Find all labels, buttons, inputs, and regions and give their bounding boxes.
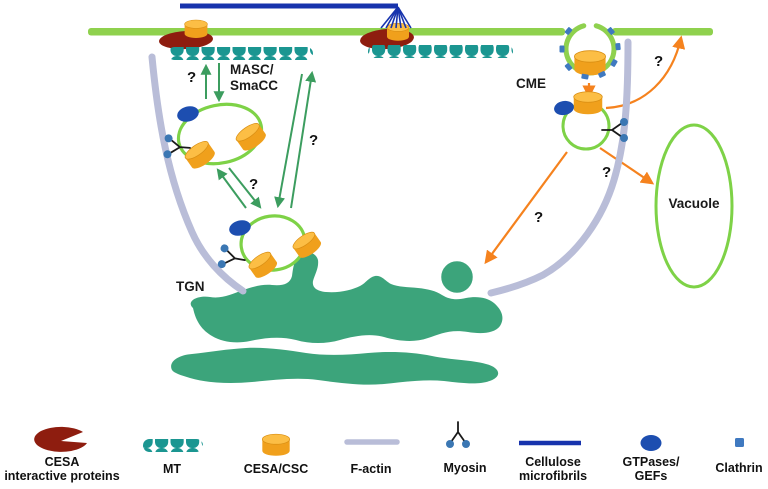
legend-label-gtpases-gefs: GTPases/ GEFs (622, 455, 680, 483)
gtpase-gef-blob (554, 100, 574, 116)
legend-label-cesa-csc: CESA/CSC (243, 462, 309, 476)
microfibril-fan-icon (380, 6, 412, 29)
tgn-vesicle-bud (438, 258, 476, 296)
question-mark-recycle: ? (654, 53, 664, 70)
legend-icons (34, 421, 744, 457)
cme-vesicle (554, 91, 629, 151)
legend-label-cesa-interactive-proteins: CESA interactive proteins (4, 455, 120, 483)
arrow-lower-to-upper-vesicle (216, 168, 247, 209)
cesa-csc-icon (261, 433, 291, 457)
upper-smacc-vesicle (162, 102, 269, 173)
legend-label-mt: MT (162, 462, 182, 476)
arrow-lower-vesicle-to-mt (290, 70, 317, 209)
f-actin-right (487, 38, 632, 297)
legend-label-cellulose-microfibrils: Cellulose microfibrils (518, 455, 588, 483)
microtubule-1 (168, 47, 313, 60)
cesa-interactive-proteins-icon (34, 426, 87, 452)
clathrin-icon (735, 438, 744, 447)
question-mark-vesicle-exchange: ? (249, 176, 259, 193)
cesa-csc-cylinder (573, 91, 603, 115)
membrane-csc-complex-1 (159, 19, 213, 50)
legend-label-clathrin: Clathrin (715, 461, 763, 475)
cesa-csc-cylinder (184, 19, 208, 39)
microtubule-icon (143, 439, 203, 452)
f-actin-left (148, 53, 247, 295)
cesa-csc-cylinder (574, 50, 606, 76)
f-actin-filaments (148, 38, 632, 297)
arrow-vesicle-to-tgn (484, 151, 568, 265)
clathrin-coat (559, 27, 621, 80)
microtubule-2 (368, 45, 513, 58)
legend-label-f-actin: F-actin (350, 462, 392, 476)
lower-smacc-vesicle (216, 214, 324, 282)
clathrin-coated-pit (559, 23, 621, 80)
vacuole-label: Vacuole (668, 196, 720, 211)
membrane-csc-complex-2 (360, 6, 414, 50)
tgn-label: TGN (176, 279, 205, 294)
gtpase-gef-blob (229, 220, 251, 236)
question-mark-long-arrows: ? (309, 132, 319, 149)
question-mark-to-tgn: ? (534, 209, 544, 226)
green-trafficking-arrows (200, 63, 317, 209)
arrow-mt-to-lower-vesicle (274, 73, 303, 209)
question-mark-to-vacuole: ? (602, 164, 612, 181)
legend-label-myosin: Myosin (443, 461, 487, 475)
cme-label: CME (516, 76, 546, 91)
arrow-vesicle-to-vacuole (599, 147, 655, 185)
microtubules (168, 45, 513, 60)
myosin-icon (445, 421, 471, 449)
vacuole-outline (654, 123, 734, 289)
gtpase-gef-blob (177, 106, 199, 122)
arrow-upper-to-lower-vesicle (228, 167, 262, 209)
masc-smacc-label: MASC/ SmaCC (230, 62, 279, 93)
tgn-body (171, 252, 503, 385)
arrow-recycle-to-membrane (605, 35, 686, 110)
question-mark-mt-exchange: ? (187, 69, 197, 86)
gtpases-gefs-icon (640, 435, 662, 451)
